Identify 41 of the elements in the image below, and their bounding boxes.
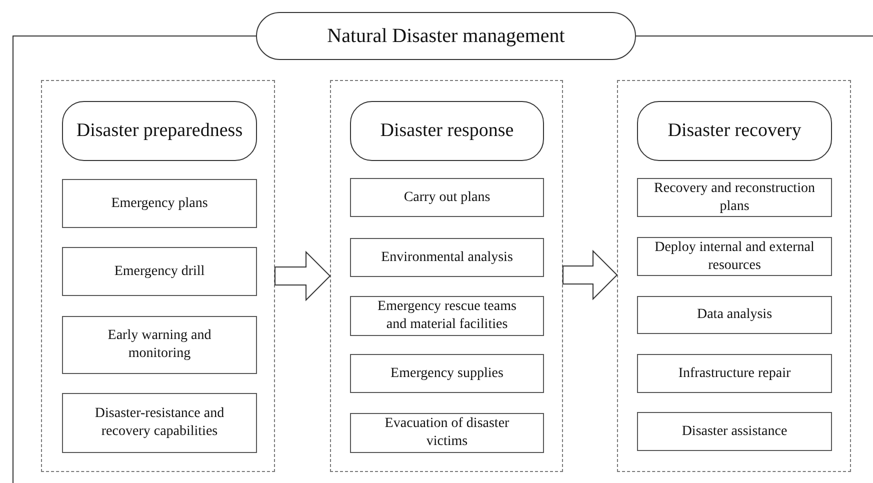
task-label: Emergency rescue teams and material facilities: [376, 298, 518, 334]
stage-heading: Disaster preparedness: [76, 118, 243, 143]
node-label: Natural Disaster management: [327, 24, 565, 49]
task-box: [350, 178, 544, 217]
task-label: Emergency supplies: [390, 364, 504, 382]
task-label: Emergency drill: [114, 262, 205, 280]
task-label: Carry out plans: [404, 188, 490, 206]
task-box: [637, 296, 832, 334]
task-box: [62, 179, 257, 228]
task-label: Environmental analysis: [381, 248, 513, 266]
stage-pill: [637, 101, 832, 161]
task-box: [350, 354, 544, 393]
task-label: Deploy internal and external resources: [654, 238, 815, 274]
dashed-group-box: [41, 80, 275, 472]
dashed-group-box: [617, 80, 851, 472]
task-label: Recovery and reconstruction plans: [654, 180, 815, 216]
block-arrow: [562, 250, 618, 300]
task-label: Evacuation of disaster victims: [384, 415, 510, 451]
stage-pill: [350, 101, 544, 161]
dashed-group-box: [330, 80, 563, 472]
title-pill: [256, 12, 636, 60]
task-label: Data analysis: [696, 306, 772, 324]
task-label: Emergency plans: [111, 194, 208, 212]
stage-heading: Disaster recovery: [668, 118, 802, 143]
task-box: [637, 354, 832, 393]
task-box: [637, 412, 832, 451]
stage-heading: Disaster response: [380, 118, 514, 143]
task-box: [637, 237, 832, 276]
task-label: Infrastructure repair: [678, 364, 791, 382]
stage-pill: [62, 101, 257, 161]
task-box: [350, 413, 544, 453]
task-box: [637, 178, 832, 217]
task-box: [62, 247, 257, 296]
task-box: [62, 316, 257, 374]
task-box: [350, 296, 544, 336]
task-label: Early warning and monitoring: [106, 327, 212, 363]
task-box: [350, 238, 544, 277]
task-label: Disaster-resistance and recovery capabilities: [94, 405, 226, 441]
task-box: [62, 393, 257, 453]
block-arrow: [274, 250, 331, 302]
task-label: Disaster assistance: [682, 422, 788, 440]
